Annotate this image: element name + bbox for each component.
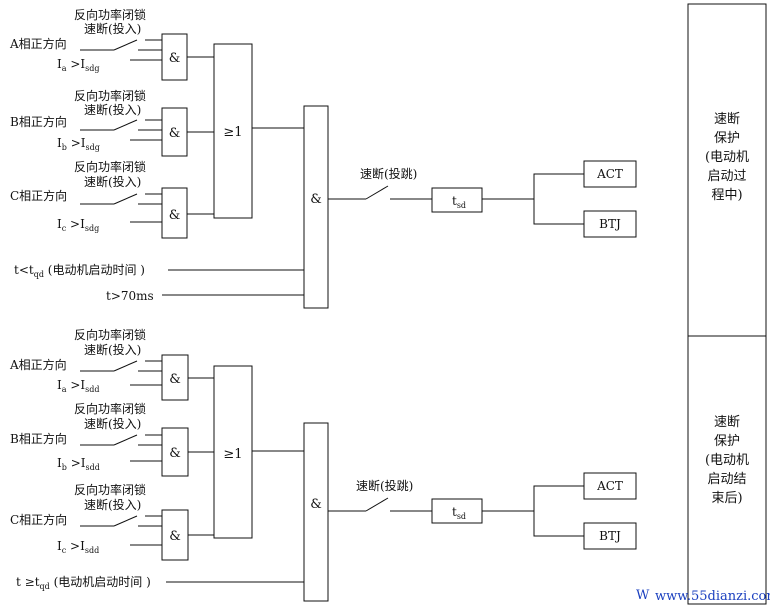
side-text: 速断 [714, 112, 740, 127]
input-group-c: 反向功率闭锁 速断(投入) C相正方向 Ic >Isdg & [10, 159, 214, 239]
timer-block [431, 187, 483, 213]
current-condition-label: Ib >Isdd [57, 456, 100, 472]
and-gate-symbol: & [169, 208, 181, 223]
or-gate [213, 365, 253, 539]
input-group-a: 反向功率闭锁 速断(投入) A相正方向 Ia >Isdg & [9, 7, 214, 81]
input-group-c: 反向功率闭锁 速断(投入) C相正方向 Ic >Isdd & [10, 482, 214, 561]
watermark-letter: W [636, 588, 650, 603]
switch-contact [113, 119, 138, 131]
timer-label: tsd [452, 194, 466, 210]
btj-label: BTJ [599, 217, 621, 231]
side-panel-after-startup [687, 335, 767, 605]
input-group-b: 反向功率闭锁 速断(投入) B相正方向 Ib >Isdd & [10, 401, 214, 477]
switch-contact [113, 515, 138, 527]
phase-direction-label: C相正方向 [10, 188, 67, 203]
reverse-power-label: 反向功率闭锁 [74, 327, 146, 342]
watermark-url: www.55dianzi.com [655, 589, 770, 604]
trip-switch-contact [365, 497, 389, 512]
startup-end-condition: t ≥tqd (电动机启动时间 ) [16, 575, 151, 591]
btj-block [583, 210, 637, 238]
side-text: 束后) [711, 491, 742, 506]
current-condition-label: Ib >Isdg [57, 136, 100, 152]
side-panel-startup [687, 3, 767, 337]
and-gate [161, 107, 188, 157]
quick-break-enable-label: 速断(投入) [84, 21, 141, 36]
and-gate [161, 427, 189, 477]
and-gate [161, 33, 188, 81]
side-text: 保护 [714, 434, 740, 449]
or-gate [213, 43, 253, 219]
phase-direction-label: A相正方向 [9, 36, 67, 51]
phase-direction-label: A相正方向 [9, 357, 67, 372]
phase-direction-label: C相正方向 [10, 512, 67, 527]
trip-switch-contact [365, 185, 389, 200]
current-condition-label: Ic >Isdd [57, 539, 99, 555]
input-group-b: 反向功率闭锁 速断(投入) B相正方向 Ib >Isdg & [10, 88, 214, 157]
current-condition-label: Ia >Isdd [57, 378, 100, 394]
side-text: (电动机 [705, 150, 749, 165]
btj-block [583, 522, 637, 550]
quick-break-enable-label: 速断(投入) [84, 102, 141, 117]
and-gate [161, 187, 188, 239]
quick-break-enable-label: 速断(投入) [84, 416, 141, 431]
current-condition-label: Ia >Isdg [57, 57, 100, 73]
reverse-power-label: 反向功率闭锁 [74, 7, 146, 22]
trip-label: 速断(投跳) [356, 478, 413, 493]
and-gate-symbol: & [169, 372, 181, 387]
main-and-gate [303, 422, 329, 602]
switch-contact [113, 360, 138, 372]
or-gate-symbol: ≥1 [223, 447, 242, 462]
reverse-power-label: 反向功率闭锁 [74, 401, 146, 416]
main-and-gate-symbol: & [310, 192, 322, 207]
quick-break-enable-label: 速断(投入) [84, 342, 141, 357]
phase-direction-label: B相正方向 [10, 431, 67, 446]
act-block [583, 160, 637, 188]
phase-direction-label: B相正方向 [10, 114, 67, 129]
trip-label: 速断(投跳) [360, 166, 417, 181]
output-bus [533, 173, 584, 225]
and-gate [161, 354, 189, 401]
switch-contact [113, 193, 138, 205]
btj-label: BTJ [599, 529, 621, 543]
output-bus [533, 485, 584, 537]
act-block [583, 472, 637, 500]
side-text: 启动结 [707, 472, 746, 487]
reverse-power-label: 反向功率闭锁 [74, 482, 146, 497]
and-gate-symbol: & [169, 126, 181, 141]
input-group-a: 反向功率闭锁 速断(投入) A相正方向 Ia >Isdd & [9, 327, 214, 401]
main-and-gate-symbol: & [310, 497, 322, 512]
or-gate-symbol: ≥1 [223, 125, 242, 140]
side-text: 速断 [714, 415, 740, 430]
section-startup: 反向功率闭锁 速断(投入) A相正方向 Ia >Isdg & 反向功率闭锁 速断… [9, 3, 767, 337]
reverse-power-label: 反向功率闭锁 [74, 88, 146, 103]
side-text: 保护 [714, 131, 740, 146]
and-gate-symbol: & [169, 446, 181, 461]
switch-contact [113, 39, 138, 51]
side-text: 启动过 [707, 169, 746, 184]
and-gate-symbol: & [169, 51, 181, 66]
quick-break-enable-label: 速断(投入) [84, 174, 141, 189]
main-and-gate [303, 105, 329, 309]
delay-condition: t>70ms [106, 289, 154, 303]
section-after-startup: 反向功率闭锁 速断(投入) A相正方向 Ia >Isdd & 反向功率闭锁 速断… [9, 327, 767, 605]
side-text: 程中) [711, 188, 742, 203]
act-label: ACT [596, 479, 623, 493]
startup-time-condition: t<tqd (电动机启动时间 ) [14, 263, 145, 279]
reverse-power-label: 反向功率闭锁 [74, 159, 146, 174]
and-gate [161, 509, 189, 561]
watermark: W www.55dianzi.com [636, 588, 770, 604]
current-condition-label: Ic >Isdg [57, 217, 99, 233]
side-text: (电动机 [705, 453, 749, 468]
quick-break-enable-label: 速断(投入) [84, 497, 141, 512]
and-gate-symbol: & [169, 529, 181, 544]
act-label: ACT [596, 167, 623, 181]
switch-contact [113, 434, 138, 446]
timer-label: tsd [452, 505, 466, 521]
